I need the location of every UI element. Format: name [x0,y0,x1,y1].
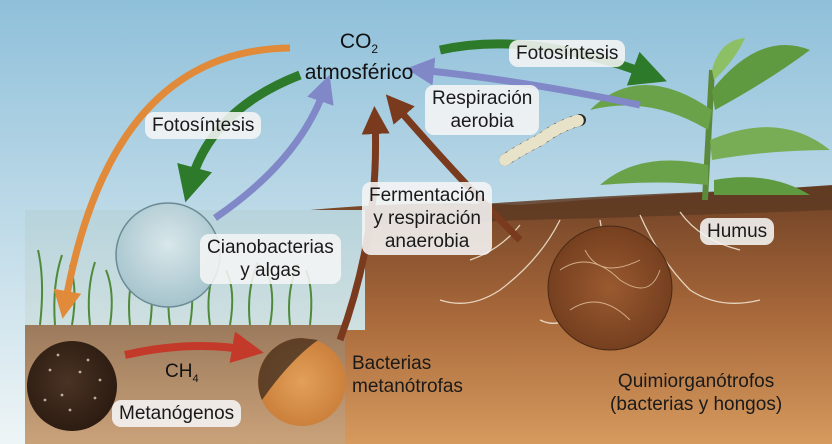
fermentacion-line3: anaerobia [385,231,470,252]
co2-atmosferico: atmosférico [305,61,414,84]
respiracion-line1: Respiración [432,88,532,109]
metanotrofas-line1: Bacterias [352,353,431,374]
methanogen-circle [27,341,117,431]
co2-label: CO2 atmosférico [300,30,418,85]
label-fotosintesis-left: Fotosíntesis [145,112,261,139]
co2-subscript: 2 [371,42,378,56]
label-fermentacion: Fermentación y respiración anaerobia [362,182,492,255]
label-respiracion-aerobia: Respiración aerobia [425,85,539,135]
respiracion-line2: aerobia [450,111,513,132]
ch4-label: CH4 [165,360,199,391]
fermentacion-line2: y respiración [373,208,481,229]
metanotrofas-line2: metanótrofas [352,376,463,397]
quimio-line2: (bacterias y hongos) [610,394,782,415]
cianobacterias-line1: Cianobacterias [207,237,334,258]
label-humus: Humus [700,218,774,245]
quimio-line1: Quimiorganótrofos [618,371,774,392]
label-cianobacterias: Cianobacterias y algas [200,234,341,284]
cianobacterias-line2: y algas [240,260,300,281]
ch4-text: CH [165,361,192,382]
label-quimiorganotrofos: Quimiorganótrofos (bacterias y hongos) [610,370,782,416]
label-metanotrofas: Bacterias metanótrofas [352,352,463,398]
label-fotosintesis-right: Fotosíntesis [509,40,625,67]
label-metanogenos: Metanógenos [112,400,241,427]
ch4-subscript: 4 [192,373,198,385]
chemoorganotroph-circle [548,226,672,350]
fermentacion-line1: Fermentación [369,185,485,206]
co2-text: CO [340,30,372,53]
